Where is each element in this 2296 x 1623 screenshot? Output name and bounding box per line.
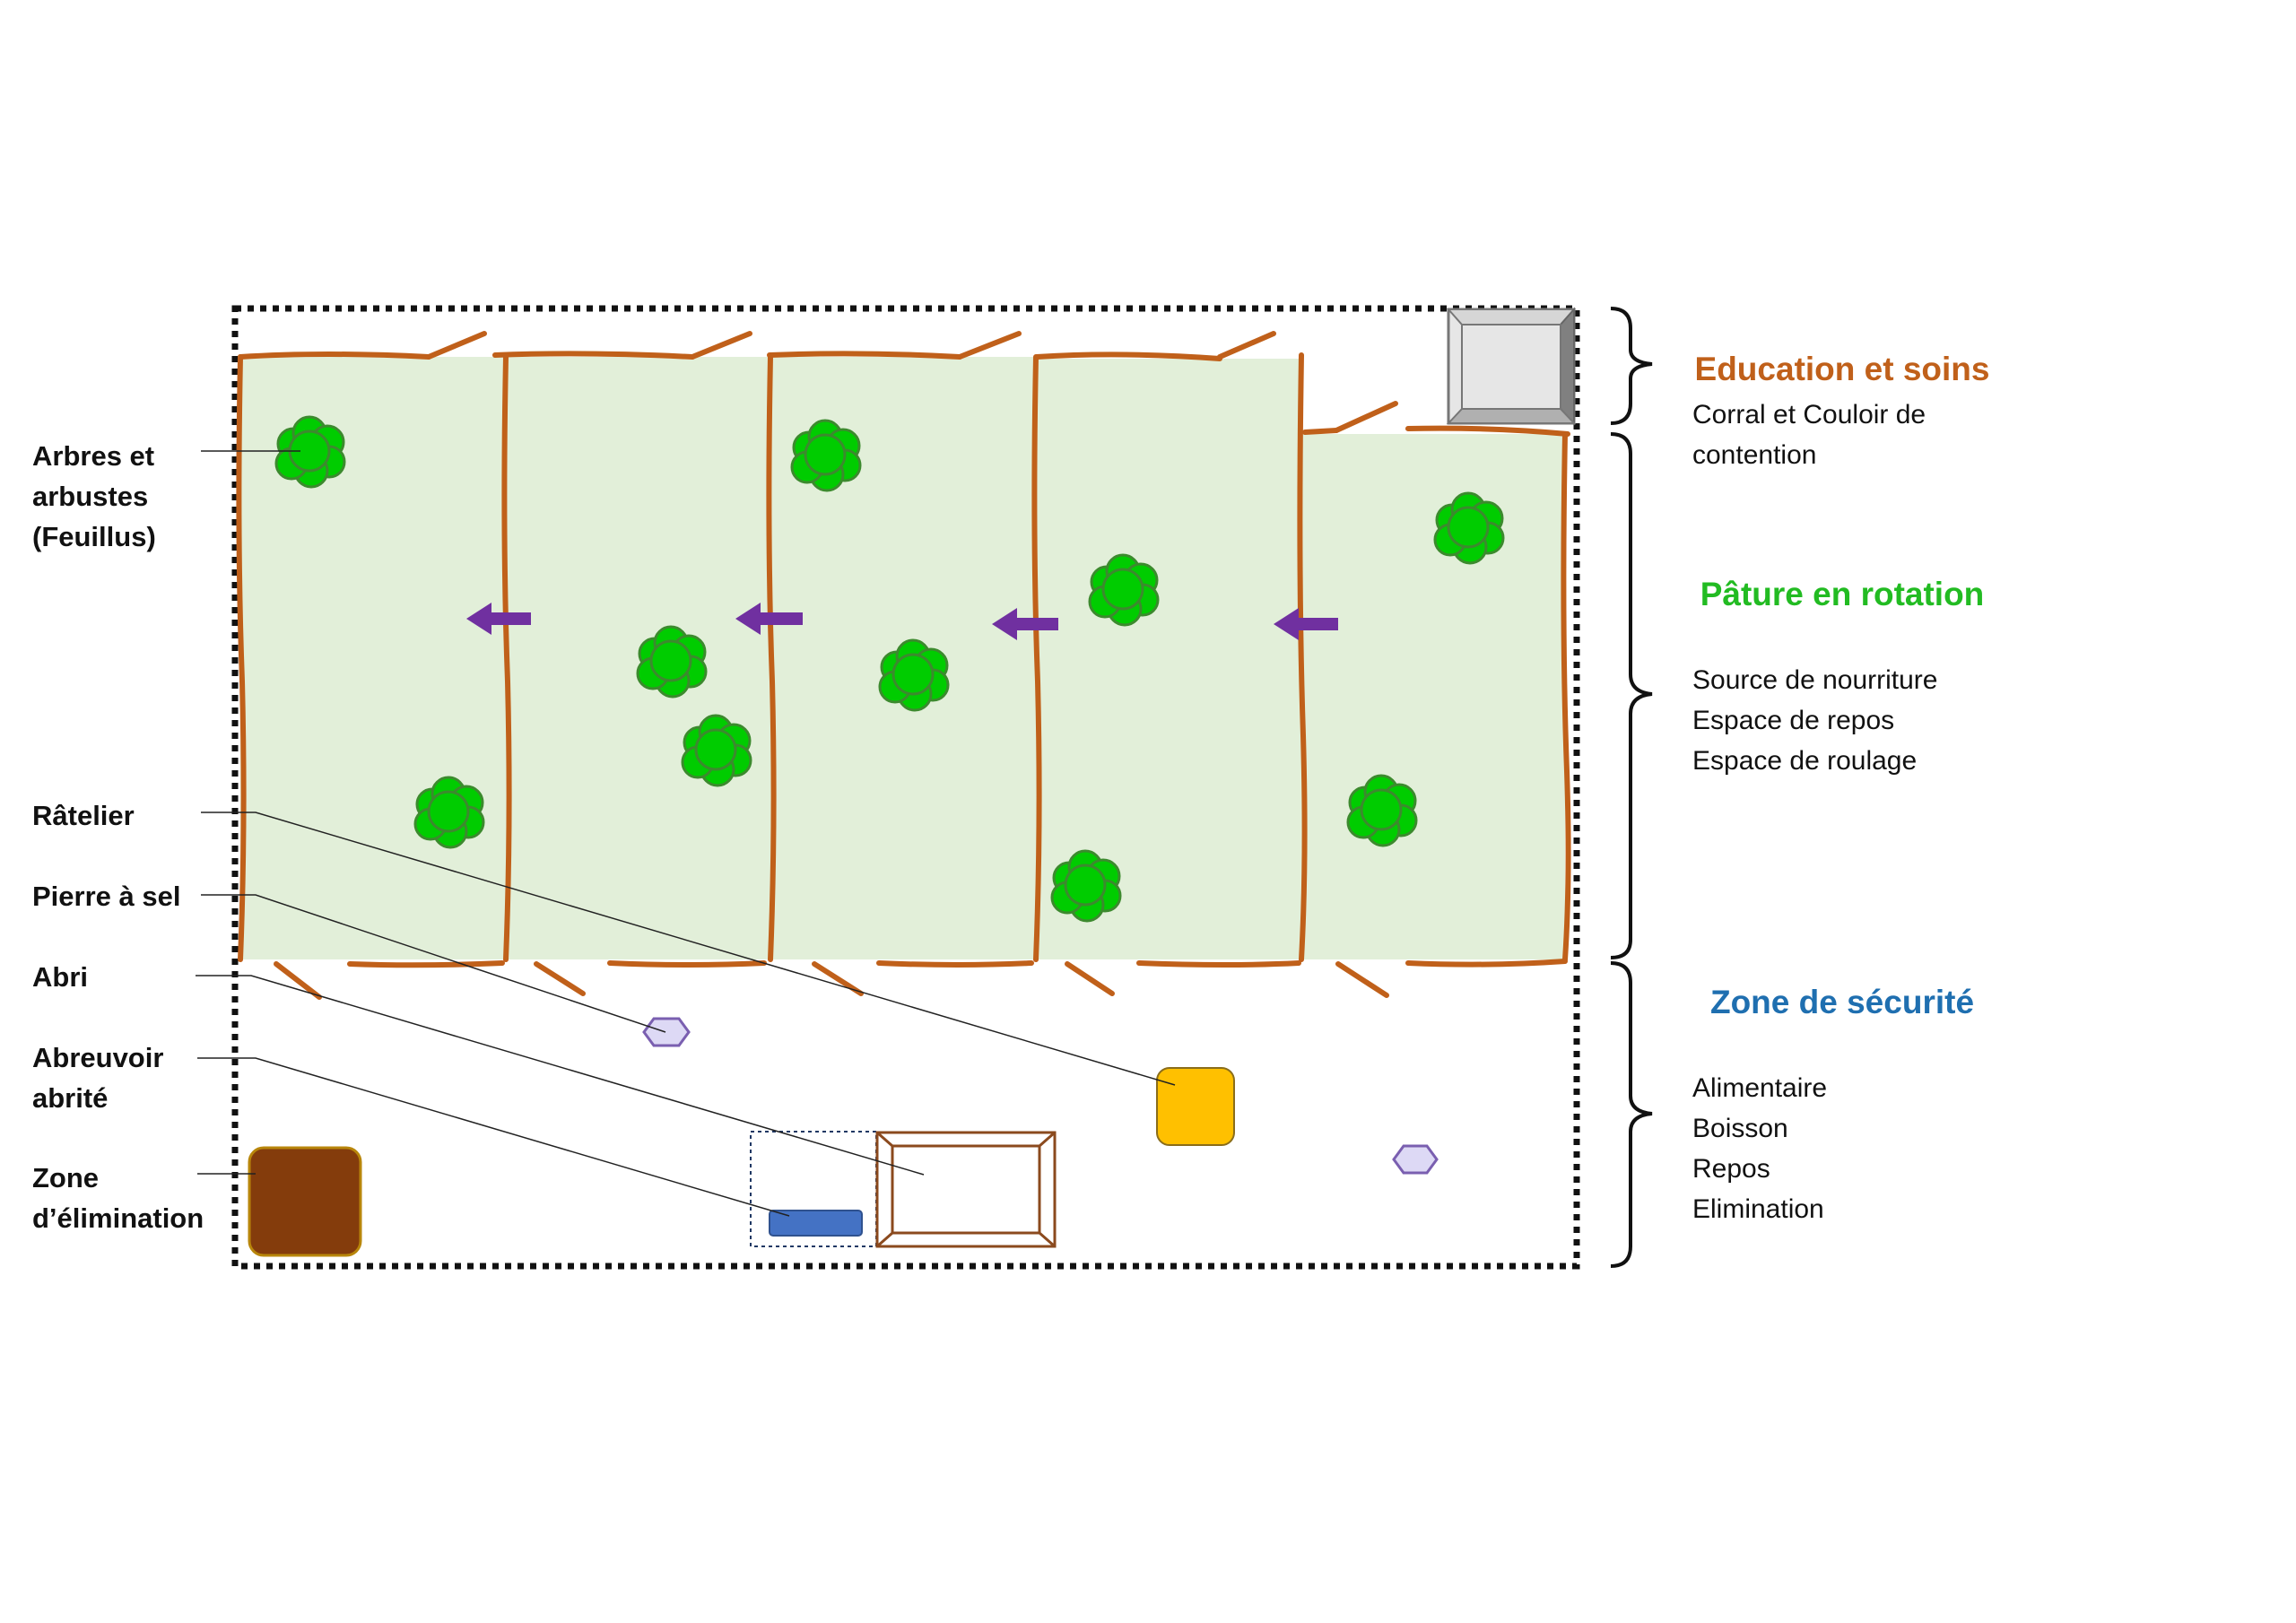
zone-item: Alimentaire [1692,1073,1827,1103]
gate-top-4 [1217,331,1276,360]
salt-stone-icon [642,1017,691,1047]
fence-bottom-2 [607,960,767,968]
fence-bottom-3 [876,960,1034,968]
label-shelter: Abri [32,961,88,993]
zone-item: contention [1692,440,1816,470]
zone-education: Education et soins Corral et Couloir de … [1692,351,1989,470]
zone-item: Espace de roulage [1692,746,1917,776]
gate-top-3 [957,331,1022,360]
leader-line-trough [197,1057,790,1217]
gate-bottom-3 [812,961,864,996]
label-salt: Pierre à sel [32,881,180,912]
fence-right [1561,431,1571,962]
rotation-arrow-icon [992,608,1058,640]
gate-bottom-5 [1335,961,1389,998]
leader-line-shelter [196,975,925,1176]
fence-left [236,354,247,962]
zone-item: Boisson [1692,1114,1788,1143]
label-trough: Abreuvoir abrité [32,1042,171,1114]
zone-security: Zone de sécurité Alimentaire Boisson Rep… [1692,984,1974,1224]
label-trees: Arbres et arbustes (Feuillus) [32,440,162,552]
elimination-zone-icon [248,1146,362,1257]
leader-lines [196,450,1176,1217]
rotation-arrows [466,603,1338,640]
rotation-arrow-icon [466,603,531,635]
zone-title-pasture: Pâture en rotation [1700,576,1985,612]
zone-item: Corral et Couloir de [1692,400,1926,430]
fence-bottom-1 [347,960,505,968]
zone-item: Espace de repos [1692,706,1894,735]
leader-line-salt [201,894,666,1033]
fence-divider-4 [1297,352,1308,962]
brace-icon [1610,961,1653,1268]
fence-top-5 [1302,428,1339,435]
gate-top-1 [426,331,487,360]
fence-bottom-4 [1136,960,1301,968]
label-rack: Râtelier [32,800,135,831]
zone-item: Source de nourriture [1692,665,1938,695]
zone-title-security: Zone de sécurité [1710,984,1974,1020]
rotation-arrow-icon [735,603,803,635]
fences [236,331,1571,1000]
gate-bottom-4 [1065,961,1115,996]
property-boundary [231,305,1580,1270]
pasture-paddock-5 [1301,434,1565,959]
zone-braces [1610,307,1653,1268]
fence-top-4 [1034,352,1222,361]
fence-divider-1 [501,354,512,962]
fence-top-1 [238,352,431,360]
leader-line-rack [201,812,1176,1086]
fence-top-6 [1405,425,1570,437]
gate-bottom-2 [534,961,586,996]
fence-top-2 [492,351,695,360]
pasture-paddock-2 [506,357,770,959]
fence-divider-3 [1031,354,1042,962]
gate-top-2 [690,331,752,360]
water-trough-icon [750,1131,877,1247]
zone-item: Repos [1692,1154,1770,1184]
left-labels: Arbres et arbustes (Feuillus) Râtelier P… [32,440,204,1234]
fence-divider-2 [766,354,777,962]
zone-title-education: Education et soins [1695,351,1990,387]
zone-item: Elimination [1692,1194,1824,1224]
zone-pasture: Pâture en rotation Source de nourriture … [1692,576,1984,776]
zone-legend: Education et soins Corral et Couloir de … [1692,351,1989,1224]
gate-top-5 [1334,401,1398,433]
rotation-arrow-icon [1274,608,1338,640]
shelter-icon [875,1131,1057,1248]
gate-bottom-1 [274,961,322,1000]
hay-rack-icon [1156,1067,1235,1146]
fence-top-3 [767,351,962,360]
brace-icon [1610,432,1653,959]
brace-icon [1610,307,1653,425]
corral-icon [1446,307,1577,426]
pastures [240,357,1565,959]
label-elimination: Zone d’élimination [32,1162,204,1234]
salt-stone-icon [1392,1144,1439,1175]
fence-bottom-5 [1405,959,1568,968]
